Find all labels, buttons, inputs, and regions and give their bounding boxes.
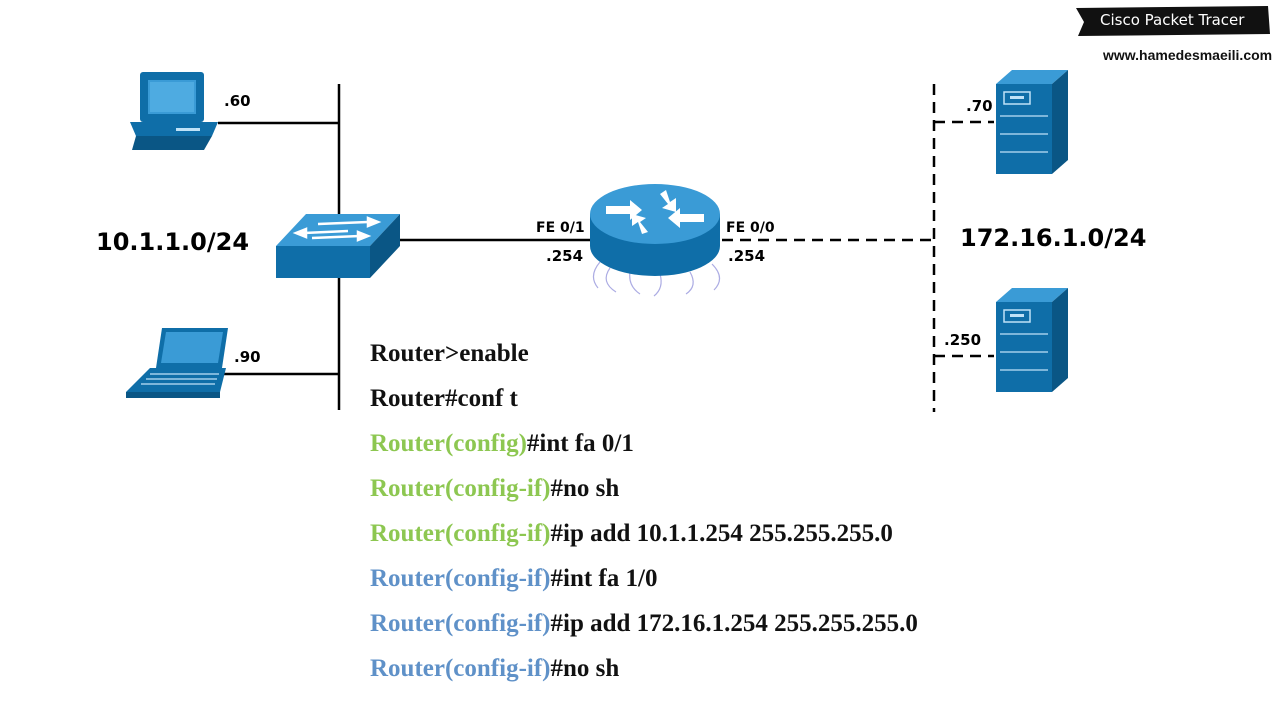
server2-host-label: .250 (944, 331, 982, 349)
command-text: #int fa 1/0 (550, 565, 658, 592)
command-line: Router(config-if)#int fa 1/0 (370, 561, 918, 606)
command-text: Router>enable (370, 340, 529, 367)
server2-icon (996, 288, 1068, 392)
laptop-icon (126, 328, 228, 398)
pc-host-label: .60 (224, 92, 251, 110)
laptop-host-label: .90 (234, 348, 261, 366)
router-left-interface: FE 0/1 (536, 220, 585, 236)
command-text: Router#conf t (370, 385, 518, 412)
left-subnet-label: 10.1.1.0/24 (96, 228, 250, 256)
right-subnet-label: 172.16.1.0/24 (960, 224, 1147, 252)
server1-host-label: .70 (966, 97, 993, 115)
router-icon (590, 184, 721, 297)
command-text: #no sh (550, 655, 620, 682)
command-prompt: Router(config-if) (370, 475, 551, 502)
command-line: Router(config)#int fa 0/1 (370, 426, 918, 471)
command-line: Router(config-if)#ip add 10.1.1.254 255.… (370, 516, 918, 561)
command-text: #ip add 172.16.1.254 255.255.255.0 (550, 610, 918, 637)
brand-badge (1076, 6, 1270, 36)
command-line: Router(config-if)#no sh (370, 651, 918, 696)
brand-badge-text: Cisco Packet Tracer (1100, 11, 1245, 29)
command-prompt: Router(config-if) (370, 565, 551, 592)
cli-commands: Router>enable Router#conf t Router(confi… (370, 336, 918, 696)
command-line: Router#conf t (370, 381, 918, 426)
website-text: www.hamedesmaeili.com (1103, 47, 1273, 63)
switch-icon (276, 214, 400, 278)
command-text: #int fa 0/1 (526, 430, 634, 457)
command-prompt: Router(config-if) (370, 655, 551, 682)
router-left-ip: .254 (546, 247, 584, 265)
command-prompt: Router(config) (370, 430, 527, 457)
command-line: Router(config-if)#no sh (370, 471, 918, 516)
command-text: #no sh (550, 475, 620, 502)
command-prompt: Router(config-if) (370, 520, 551, 547)
command-prompt: Router(config-if) (370, 610, 551, 637)
router-right-interface: FE 0/0 (726, 220, 775, 236)
command-line: Router(config-if)#ip add 172.16.1.254 25… (370, 606, 918, 651)
command-line: Router>enable (370, 336, 918, 381)
router-right-ip: .254 (728, 247, 766, 265)
server1-icon (996, 70, 1068, 174)
command-text: #ip add 10.1.1.254 255.255.255.0 (550, 520, 893, 547)
pc-icon (130, 72, 218, 150)
